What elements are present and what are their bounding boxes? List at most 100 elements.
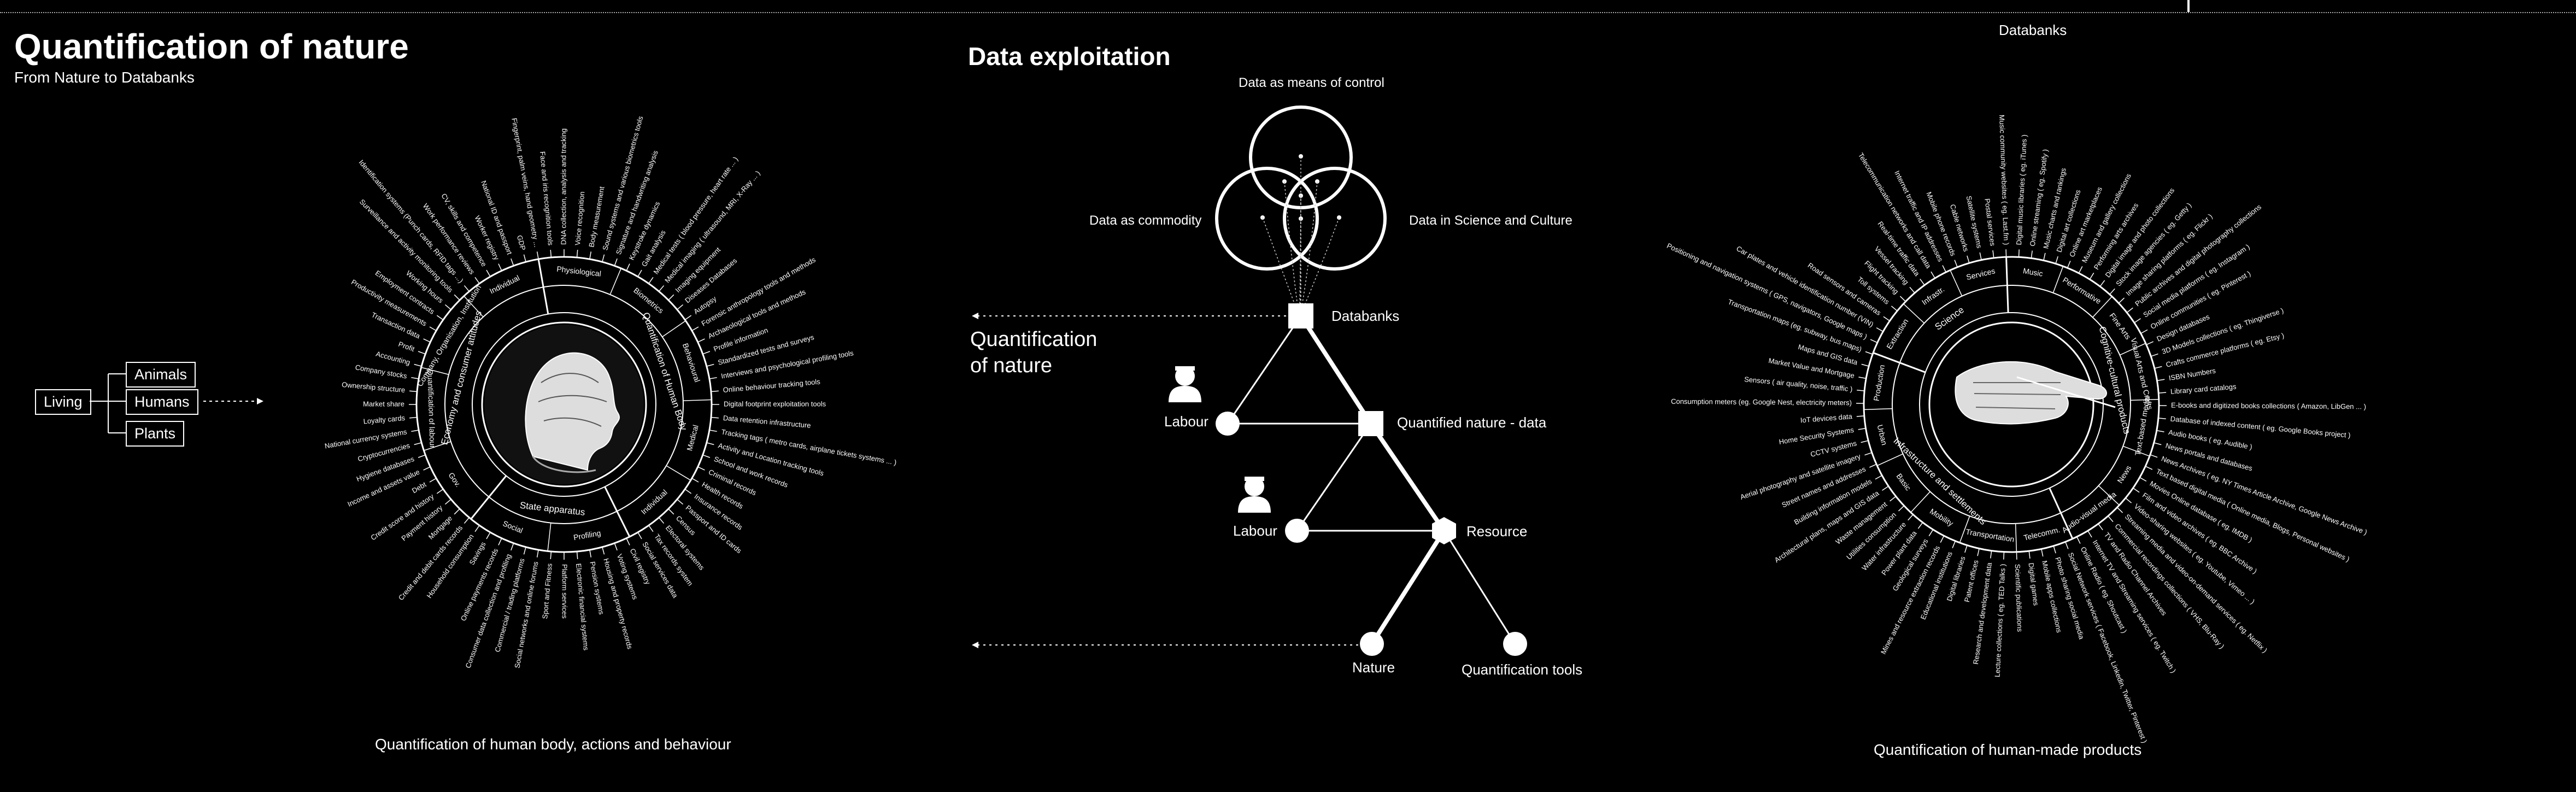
wheel-tick [2031,250,2033,259]
wheel-item-label: DNA collection, analysis and tracking [559,128,567,245]
venn-circle-science [1283,167,1387,271]
wheel-tick [436,489,444,494]
wheel-tick [436,315,444,320]
wheel-tick [1865,351,1873,355]
tree-connectors [90,373,126,433]
nature-label: Nature [1352,659,1395,676]
wheel-tick [1898,505,1905,512]
subsector-divider [617,511,630,537]
wheel-tick [411,430,419,432]
wheel-tick [474,277,480,284]
quantification-tools-label: Quantification tools [1462,661,1583,678]
subsector-label: News [2115,464,2133,485]
wheel-item-label: Positioning and navigation systems ( GPS… [1665,242,1868,341]
wheel-tick [702,351,711,355]
wheel-tick [1891,306,1898,312]
wheel-item-label: Company stocks [355,363,408,380]
wheel-tick [1861,440,1869,443]
subsector-label: Gov. [447,471,462,489]
right-wheel [1863,256,2160,553]
wheel-tick [498,263,502,271]
subsector-divider [547,523,551,552]
tree-child-humans: Humans [126,389,198,415]
wheel-tick [709,430,717,432]
sector-label: State apparatus [519,500,585,518]
wheel-tick [444,304,451,310]
wheel-tick [697,338,705,343]
wheel-item-label: Digital games [2027,562,2040,606]
wheel-item-label: Sport and Fitness [541,563,554,619]
wheel-item-label: ISBN Numbers [2168,366,2216,382]
wheel-tick [2065,542,2069,549]
wheel-tick [576,551,578,559]
wheel-tick [486,269,491,277]
right-wheel-items: Music community websites ( eg. Last.fm )… [1665,115,2368,744]
wheel-tick [2053,545,2056,554]
wheel-tick [1940,535,1945,543]
wheel-tick [709,377,717,379]
wheel-tick [2099,280,2105,287]
venn-to-databanks-lines [1262,156,1340,307]
subsector-divider [471,496,490,520]
databanks-node [1288,303,1313,328]
subsector-divider [1864,408,1893,410]
subsector-label: Profiling [573,529,602,542]
wheel-tick [1954,260,1958,267]
quantification-of-nature-line1: Quantification [970,328,1098,351]
wheel-tick [1952,541,1956,548]
phrenology-head-icon [484,325,644,484]
databanks-arrow-head [972,313,978,319]
wheel-tick [706,363,714,367]
wheel-tick [1857,390,1865,391]
wheel-tick [637,532,642,539]
wheel-tick [498,538,502,545]
wheel-tick [1876,327,1883,332]
wheel-item-label: Tracking tags ( metro cards, airplane ti… [720,427,897,466]
wheel-item-label: Library card catalogs [2170,383,2237,396]
wheel-item-label: Scientific publications [2014,564,2024,632]
wheel-tick [648,277,654,284]
wheel-tick [602,254,605,262]
left-wheel-mid-ring [444,285,684,524]
wheel-tick [429,326,437,331]
wheel-tick [2145,466,2153,470]
wheel-tick [2041,549,2044,557]
subsector-divider [609,268,622,295]
venn-label-control: Data as means of control [1239,75,1384,90]
subsector-divider [424,441,451,451]
wheel-tick [2158,418,2166,419]
wheel-tick [2156,430,2164,432]
wheel-item-label: GDP [515,234,527,251]
left-wheel-spokes [409,249,719,560]
wheel-tick [510,543,514,551]
subsector-label: Performative [2061,275,2103,306]
subsector-divider [1910,491,1930,513]
wheel-tick [2055,256,2058,264]
wheel-tick [523,254,526,262]
labour-label-2: Labour [1233,523,1277,539]
wheel-tick [1942,265,1946,273]
wheel-item-label: Voice recognition [573,191,586,246]
wheel-tick [2153,442,2162,445]
wheel-tick [1909,286,1915,294]
sector-label: Quantification of Human Body [641,311,689,432]
wheel-tick [2116,507,2123,513]
right-wheel-spokes [1856,249,2167,560]
worker-icon-1 [1169,366,1201,402]
wheel-tick [668,294,674,301]
subsector-label: Telecomm. [2023,525,2061,542]
wheel-tick [1861,363,1869,367]
right-wheel-outer-ring [1863,256,2160,553]
wheel-tick [1928,529,1934,537]
wheel-tick [684,489,692,494]
subsector-label: Quantification of labour [426,369,437,448]
subsector-label: Individual [488,273,521,296]
top-dotted-line [0,12,2576,13]
nature-node [1360,632,1384,656]
subsector-label: Text-based media [2133,395,2152,456]
subsector-divider [1950,269,1963,296]
venn-label-commodity: Data as commodity [1089,213,1202,228]
wheel-tick [697,466,705,471]
left-wheel-core-ring [481,321,647,488]
wheel-tick [1977,548,1980,556]
